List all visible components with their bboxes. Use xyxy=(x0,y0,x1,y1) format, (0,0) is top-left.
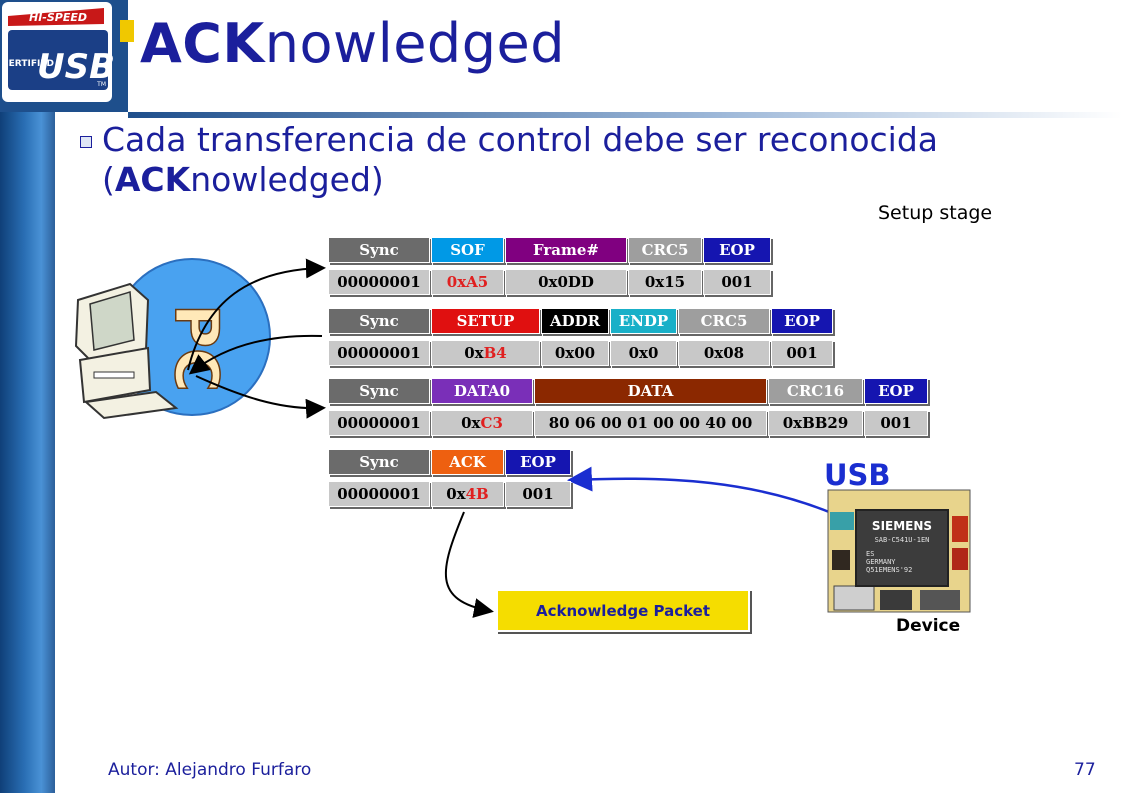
footer-author: Autor: Alejandro Furfaro xyxy=(108,760,312,780)
left-decorative-bar xyxy=(0,112,55,793)
bullet-rest: nowledged) xyxy=(190,160,384,199)
val-endp: 0x0 xyxy=(610,340,677,366)
hdr-eop: EOP xyxy=(703,237,771,263)
hdr-setup: SETUP xyxy=(431,308,540,334)
hdr-addr: ADDR xyxy=(541,308,609,334)
acknowledge-packet-box: Acknowledge Packet xyxy=(496,589,750,632)
val-crc5: 0x08 xyxy=(678,340,770,366)
val-sync: 00000001 xyxy=(328,340,430,366)
bullet-bold: ACK xyxy=(114,160,191,199)
usb-device-arrow xyxy=(567,466,853,524)
bullet-paren: ( xyxy=(102,160,115,199)
chip-part: SAB-C541U-1EN xyxy=(875,536,930,544)
chip-brand: SIEMENS xyxy=(872,519,932,533)
hdr-frame: Frame# xyxy=(505,237,627,263)
chip-line5: Q51EMENS'92 xyxy=(866,566,912,574)
hdr-crc5: CRC5 xyxy=(628,237,702,263)
packet-data-header: Sync DATA0 DATA CRC16 EOP xyxy=(328,378,929,407)
siemens-chip xyxy=(855,509,949,587)
hdr-sof: SOF xyxy=(431,237,504,263)
page-number: 77 xyxy=(1074,760,1096,780)
val-sync: 00000001 xyxy=(328,481,430,507)
connector-data xyxy=(195,375,326,419)
val-eop: 001 xyxy=(505,481,571,507)
val-sync: 00000001 xyxy=(328,410,430,436)
logo-tm-text: TM xyxy=(96,81,106,88)
val-data0-hex: C3 xyxy=(480,414,503,432)
hdr-sync: Sync xyxy=(328,237,430,263)
pc-label: PC xyxy=(161,304,231,392)
logo-corner-accent xyxy=(120,20,134,42)
packet-sof-values: 00000001 0xA5 0x0DD 0x15 001 xyxy=(328,269,772,298)
hdr-data: DATA xyxy=(534,378,767,404)
computer-icon xyxy=(74,282,179,420)
chip-line3: ES xyxy=(866,550,874,558)
val-sync: 00000001 xyxy=(328,269,430,295)
hdr-endp: ENDP xyxy=(610,308,677,334)
hdr-sync: Sync xyxy=(328,378,430,404)
val-addr: 0x00 xyxy=(541,340,609,366)
device-board: SIEMENS SAB-C541U-1EN ES GERMANY Q51EMEN… xyxy=(827,489,971,613)
val-eop: 001 xyxy=(771,340,833,366)
bullet-text: Cada transferencia de control debe ser r… xyxy=(102,120,1062,200)
val-ack-hex: 4B xyxy=(465,485,489,503)
val-eop: 001 xyxy=(703,269,771,295)
packet-ack-header: Sync ACK EOP xyxy=(328,449,572,478)
hdr-eop: EOP xyxy=(864,378,928,404)
connector-sof xyxy=(187,258,326,371)
val-prefix: 0x xyxy=(464,344,484,362)
connector-ack xyxy=(444,511,494,618)
hdr-ack: ACK xyxy=(431,449,504,475)
hdr-crc16: CRC16 xyxy=(768,378,863,404)
hdr-sync: Sync xyxy=(328,449,430,475)
val-frame: 0x0DD xyxy=(505,269,627,295)
val-prefix: 0x xyxy=(446,485,466,503)
val-data: 80 06 00 01 00 00 40 00 xyxy=(534,410,767,436)
packet-sof-header: Sync SOF Frame# CRC5 EOP xyxy=(328,237,772,266)
val-prefix: 0x xyxy=(461,414,481,432)
logo-certified-text: CERTIFIED xyxy=(2,59,54,69)
val-crc5: 0x15 xyxy=(628,269,702,295)
title-bold: ACK xyxy=(140,12,265,75)
val-sof: 0xA5 xyxy=(431,269,504,295)
usb-label: USB xyxy=(824,458,891,492)
val-setup-hex: B4 xyxy=(483,344,507,362)
val-eop: 001 xyxy=(864,410,928,436)
hdr-sync: Sync xyxy=(328,308,430,334)
device-label: Device xyxy=(896,616,961,636)
title-rest: nowledged xyxy=(264,12,565,75)
logo-hispeed-text: HI-SPEED xyxy=(29,11,87,24)
bullet-square-icon xyxy=(80,136,92,148)
setup-stage-label: Setup stage xyxy=(878,202,993,224)
chip-line4: GERMANY xyxy=(866,558,896,566)
connector-setup xyxy=(188,334,323,375)
bullet-line1: Cada transferencia de control debe ser r… xyxy=(102,120,938,159)
hdr-crc5: CRC5 xyxy=(678,308,770,334)
hdr-eop: EOP xyxy=(771,308,833,334)
packet-setup-header: Sync SETUP ADDR ENDP CRC5 EOP xyxy=(328,308,834,337)
hdr-eop: EOP xyxy=(505,449,571,475)
page-title: ACKnowledged xyxy=(140,12,565,75)
usb-certified-logo: HI-SPEED CERTIFIED USB TM xyxy=(0,0,128,112)
val-crc16: 0xBB29 xyxy=(768,410,863,436)
hdr-data0: DATA0 xyxy=(431,378,533,404)
logo-usb-text: USB xyxy=(37,47,115,87)
title-underline xyxy=(128,112,1122,118)
